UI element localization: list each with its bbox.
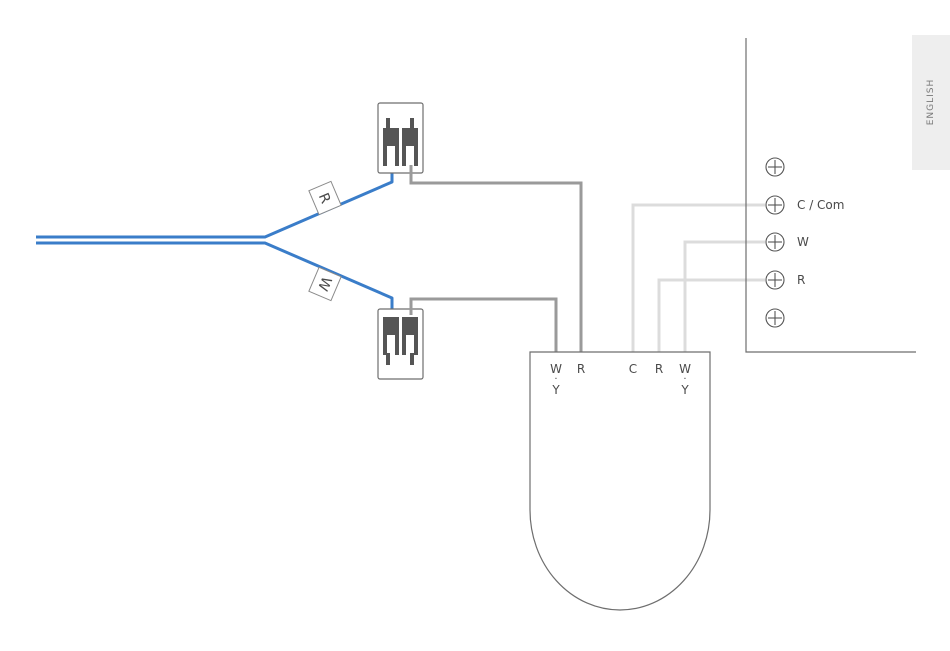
wall-terminal-r <box>766 271 784 289</box>
wall-terminal-label-w: W <box>797 235 809 249</box>
device-label-left-y: Y <box>551 383 560 397</box>
wall-terminal-label-c: C / Com <box>797 198 844 212</box>
device-label-right-r: R <box>655 362 663 376</box>
wire-connector-bottom <box>378 309 423 379</box>
dark-grey-wires <box>411 165 581 352</box>
wall-terminal-label-r: R <box>797 273 805 287</box>
light-wire-r <box>659 280 765 352</box>
wall-plate-outline <box>746 38 916 352</box>
wall-terminal-1 <box>766 158 784 176</box>
wire-connector-top <box>378 103 423 173</box>
device-label-right-c: C <box>629 362 637 376</box>
device-label-left-r: R <box>577 362 585 376</box>
wall-terminal-w <box>766 233 784 251</box>
grey-wire-w <box>411 299 556 352</box>
light-grey-wires <box>633 205 765 352</box>
device-label-right-y: Y <box>680 383 689 397</box>
wall-terminal-c <box>766 196 784 214</box>
wall-terminals <box>766 158 784 327</box>
light-wire-w <box>685 242 765 352</box>
blue-wire-bundle <box>36 165 392 315</box>
wire-tag-r: R <box>309 181 341 214</box>
wall-terminal-5 <box>766 309 784 327</box>
